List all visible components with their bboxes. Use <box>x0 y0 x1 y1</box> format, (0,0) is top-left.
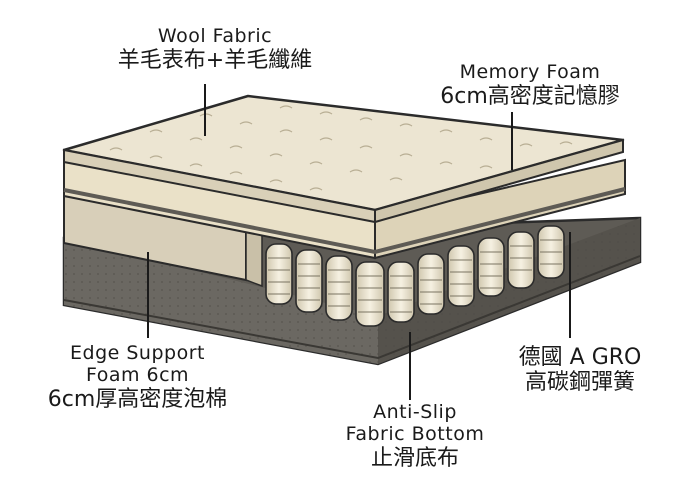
anti-slip-en-2: Fabric Bottom <box>345 422 485 445</box>
anti-slip-en-1: Anti-Slip <box>373 401 457 423</box>
pocket-springs <box>265 225 565 327</box>
edge-support-label: Edge Support Foam 6cm 6cm厚高密度泡棉 <box>0 342 275 412</box>
german-spring-zh-2: 高碳鋼彈簧 <box>524 370 635 396</box>
german-spring-zh-1: 德國 A GRO <box>518 345 642 370</box>
leader-lines <box>147 84 571 400</box>
wool-fabric-label: Wool Fabric 羊毛表布+羊毛纖維 <box>70 25 360 73</box>
edge-support-en-2: Foam 6cm <box>85 363 190 386</box>
memory-foam-zh: 6cm高密度記憶膠 <box>440 83 620 109</box>
german-spring-label: 德國 A GRO 高碳鋼彈簧 <box>480 345 680 396</box>
anti-slip-label: Anti-Slip Fabric Bottom 止滑底布 <box>300 401 530 471</box>
edge-support-en-1: Edge Support <box>70 342 205 364</box>
wool-fabric-zh: 羊毛表布+羊毛纖維 <box>117 47 313 73</box>
anti-slip-zh: 止滑底布 <box>370 445 459 471</box>
wool-fabric-en: Wool Fabric <box>157 25 273 47</box>
memory-foam-en: Memory Foam <box>459 61 601 83</box>
memory-foam-label: Memory Foam 6cm高密度記憶膠 <box>405 61 655 109</box>
edge-support-zh: 6cm厚高密度泡棉 <box>47 386 228 412</box>
